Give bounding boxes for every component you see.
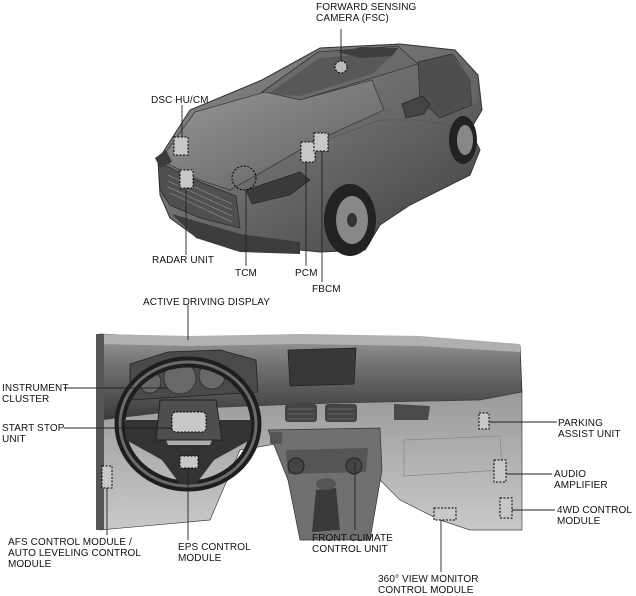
monitor-marker <box>433 507 457 521</box>
label-afs-line1: AFS CONTROL MODULE / <box>8 537 132 548</box>
label-fourwd-line1: 4WD CONTROL <box>557 505 632 516</box>
label-instrument-line2: CLUSTER <box>2 394 50 405</box>
label-add: ACTIVE DRIVING DISPLAY <box>143 297 270 308</box>
label-tcm-line1: TCM <box>235 268 257 279</box>
component-markers-vehicle <box>173 60 348 191</box>
label-parking-line2: ASSIST UNIT <box>558 429 621 440</box>
label-tcm: TCM <box>235 268 257 279</box>
label-parking: PARKING ASSIST UNIT <box>558 418 621 440</box>
label-radar: RADAR UNIT <box>152 255 214 266</box>
label-afs: AFS CONTROL MODULE / AUTO LEVELING CONTR… <box>8 537 141 570</box>
startstop-marker <box>171 411 207 433</box>
label-dsc-line1: DSC HU/CM <box>151 95 209 106</box>
dsc-marker <box>173 136 189 156</box>
label-radar-line1: RADAR UNIT <box>152 255 215 266</box>
label-audio-line2: AMPLIFIER <box>554 480 608 491</box>
dashboard-illustration <box>96 333 523 541</box>
tcm-marker <box>231 165 257 191</box>
afs-marker <box>101 465 113 489</box>
label-climate-line1: FRONT CLIMATE <box>312 533 393 544</box>
label-pcm-line1: PCM <box>295 268 318 279</box>
eps-marker <box>179 455 199 469</box>
label-fbcm-line1: FBCM <box>312 284 341 295</box>
label-fsc-line2: CAMERA (FSC) <box>316 13 389 24</box>
label-afs-line2: AUTO LEVELING CONTROL <box>8 548 142 559</box>
label-add-line1: ACTIVE DRIVING DISPLAY <box>143 297 271 308</box>
label-monitor-line2: CONTROL MODULE <box>378 585 474 596</box>
label-eps-line1: EPS CONTROL <box>178 542 251 553</box>
audio-marker <box>493 459 507 483</box>
label-startstop-line2: UNIT <box>2 434 26 445</box>
label-monitor: 360° VIEW MONITOR CONTROL MODULE <box>378 574 479 596</box>
parking-marker <box>478 412 490 430</box>
label-instrument: INSTRUMENT CLUSTER <box>2 383 69 405</box>
label-monitor-line1: 360° VIEW MONITOR <box>378 574 479 585</box>
label-fourwd-line2: MODULE <box>557 516 601 527</box>
front-wheel <box>324 184 376 256</box>
rear-wheel <box>449 116 477 164</box>
label-startstop: START STOP UNIT <box>2 423 65 445</box>
fourwd-marker <box>499 497 513 519</box>
label-fourwd: 4WD CONTROL MODULE <box>557 505 632 527</box>
label-eps: EPS CONTROL MODULE <box>178 542 251 564</box>
label-startstop-line1: START STOP <box>2 423 65 434</box>
label-parking-line1: PARKING <box>558 418 603 429</box>
leader-lines <box>64 29 557 572</box>
label-climate: FRONT CLIMATE CONTROL UNIT <box>312 533 393 555</box>
label-audio-line1: AUDIO <box>554 469 587 480</box>
radar-marker <box>179 169 194 189</box>
label-fsc-line1: FORWARD SENSING <box>316 2 417 13</box>
label-eps-line2: MODULE <box>178 553 222 564</box>
component-markers-dash <box>101 411 513 521</box>
fbcm-marker <box>313 132 329 152</box>
label-climate-line2: CONTROL UNIT <box>312 544 388 555</box>
label-afs-line3: MODULE <box>8 559 52 570</box>
label-pcm: PCM <box>295 268 318 279</box>
label-fbcm: FBCM <box>312 284 341 295</box>
label-dsc: DSC HU/CM <box>151 95 209 106</box>
label-fsc: FORWARD SENSING CAMERA (FSC) <box>316 2 416 24</box>
label-audio: AUDIO AMPLIFIER <box>554 469 608 491</box>
pcm-marker <box>300 141 316 163</box>
label-instrument-line1: INSTRUMENT <box>2 383 69 394</box>
fsc-marker <box>334 60 348 74</box>
